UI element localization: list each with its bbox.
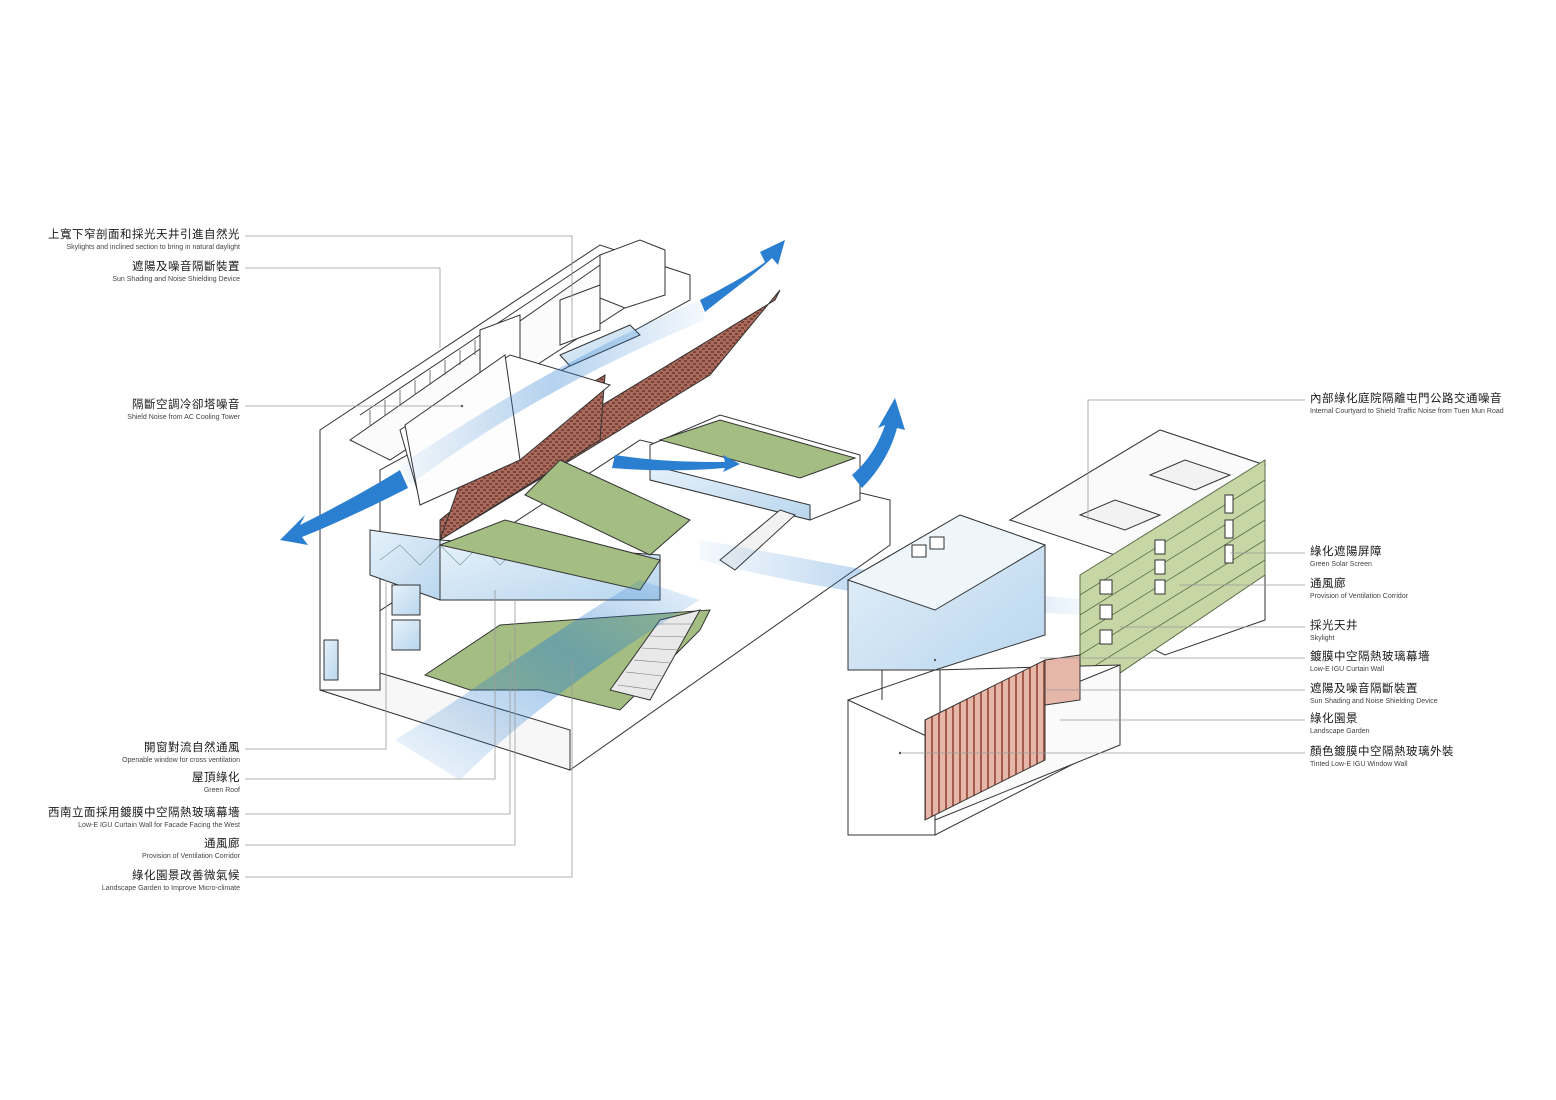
green-roof-upper — [524, 459, 691, 556]
label-west-curtain-wall-zh: 西南立面採用鍍膜中空隔熱玻璃幕墻 — [48, 807, 240, 819]
label-green-solar-screen-zh: 綠化遮陽屏障 — [1310, 546, 1382, 558]
daylight-ventilation-stream — [400, 300, 705, 485]
label-west-curtain-wall: 西南立面採用鍍膜中空隔熱玻璃幕墻 Low-E IGU Curtain Wall … — [48, 807, 240, 830]
leader-lines — [245, 235, 1305, 878]
label-tinted-window-wall-en: Tinted Low-E IGU Window Wall — [1310, 761, 1408, 769]
label-ventilation-corridor-left: 通風廊 Provision of Ventilation Corridor — [142, 838, 240, 861]
label-sun-shading-right-zh: 遮陽及噪音隔斷裝置 — [1310, 683, 1418, 695]
label-skylight: 採光天井 Skylight — [1310, 620, 1358, 643]
label-tinted-window-wall-zh: 顏色鍍膜中空隔熱玻璃外裝 — [1310, 746, 1454, 758]
label-green-roof-en: Green Roof — [203, 787, 240, 795]
label-green-solar-screen-en: Green Solar Screen — [1310, 561, 1372, 569]
label-cross-ventilation: 開窗對流自然通風 Openable window for cross venti… — [122, 742, 240, 765]
label-shield-noise: 隔斷空調冷卻塔噪音 Shield Noise from AC Cooling T… — [127, 399, 240, 422]
label-internal-courtyard-zh: 內部綠化庭院隔離屯門公路交通噪音 — [1310, 393, 1502, 405]
roof-courtyard-1 — [1148, 459, 1232, 491]
airflow-arrow-bridge — [612, 455, 740, 472]
label-tinted-window-wall: 顏色鍍膜中空隔熱玻璃外裝 Tinted Low-E IGU Window Wal… — [1310, 746, 1454, 769]
left-building — [319, 239, 891, 771]
roof-railing — [369, 340, 476, 425]
label-sun-shading-right-en: Sun Shading and Noise Shielding Device — [1310, 698, 1438, 706]
label-landscape-microclimate-en: Landscape Garden to Improve Micro-climat… — [101, 885, 240, 893]
label-lowe-curtain-wall-en: Low-E IGU Curtain Wall — [1310, 666, 1385, 674]
label-landscape-garden-right-zh: 綠化園景 — [1310, 713, 1358, 725]
cross-ventilation-stream — [395, 580, 700, 780]
tinted-window-wall — [924, 659, 1046, 821]
label-ventilation-corridor-right-en: Provision of Ventilation Corridor — [1310, 593, 1409, 601]
label-skylight-en: Skylight — [1310, 635, 1335, 643]
airflow-arrow-roof — [700, 240, 785, 312]
label-internal-courtyard: 內部綠化庭院隔離屯門公路交通噪音 Internal Courtyard to S… — [1310, 393, 1504, 416]
label-cross-ventilation-zh: 開窗對流自然通風 — [144, 742, 240, 754]
label-sun-shading-zh: 遮陽及噪音隔斷裝置 — [132, 261, 240, 273]
label-sun-shading-right: 遮陽及噪音隔斷裝置 Sun Shading and Noise Shieldin… — [1310, 683, 1438, 706]
label-internal-courtyard-en: Internal Courtyard to Shield Traffic Noi… — [1310, 408, 1504, 416]
label-ventilation-corridor-right: 通風廊 Provision of Ventilation Corridor — [1310, 578, 1408, 601]
label-lowe-curtain-wall-zh: 鍍膜中空隔熱玻璃幕墻 — [1310, 651, 1430, 663]
label-skylights-zh: 上寬下窄剖面和採光天井引進自然光 — [48, 229, 240, 241]
label-ventilation-corridor-left-zh: 通風廊 — [204, 838, 240, 850]
label-skylights-en: Skylights and inclined section to bring … — [66, 244, 240, 252]
label-west-curtain-wall-en: Low-E IGU Curtain Wall for Facade Facing… — [78, 822, 240, 830]
label-skylight-zh: 採光天井 — [1310, 620, 1358, 632]
label-landscape-garden-right: 綠化園景 Landscape Garden — [1310, 713, 1370, 736]
label-shield-noise-zh: 隔斷空調冷卻塔噪音 — [132, 399, 240, 411]
label-ventilation-corridor-left-en: Provision of Ventilation Corridor — [141, 853, 240, 861]
label-landscape-microclimate-zh: 綠化園景改善微氣候 — [132, 870, 240, 882]
label-shield-noise-en: Shield Noise from AC Cooling Tower — [127, 414, 240, 422]
label-sun-shading: 遮陽及噪音隔斷裝置 Sun Shading and Noise Shieldin… — [112, 261, 240, 284]
label-cross-ventilation-en: Openable window for cross ventilation — [122, 757, 240, 765]
label-green-roof-zh: 屋頂綠化 — [192, 772, 240, 784]
label-green-solar-screen: 綠化遮陽屏障 Green Solar Screen — [1310, 546, 1382, 569]
roof-courtyard-2 — [1078, 499, 1162, 531]
label-green-roof: 屋頂綠化 Green Roof — [192, 772, 240, 795]
bridge-green-roof — [658, 419, 857, 479]
landscape-stair — [609, 609, 701, 701]
label-skylights: 上寬下窄剖面和採光天井引進自然光 Skylights and inclined … — [48, 229, 240, 252]
label-landscape-microclimate: 綠化園景改善微氣候 Landscape Garden to Improve Mi… — [102, 870, 240, 893]
label-lowe-curtain-wall: 鍍膜中空隔熱玻璃幕墻 Low-E IGU Curtain Wall — [1310, 651, 1430, 674]
airflow-arrow-west — [280, 470, 408, 545]
label-landscape-garden-right-en: Landscape Garden — [1310, 728, 1370, 736]
label-ventilation-corridor-right-zh: 通風廊 — [1310, 578, 1346, 590]
label-sun-shading-en: Sun Shading and Noise Shielding Device — [112, 276, 240, 284]
airflow-arrow-bridge-up — [852, 398, 905, 488]
green-roof-lower — [438, 519, 661, 591]
right-building — [846, 429, 1267, 836]
